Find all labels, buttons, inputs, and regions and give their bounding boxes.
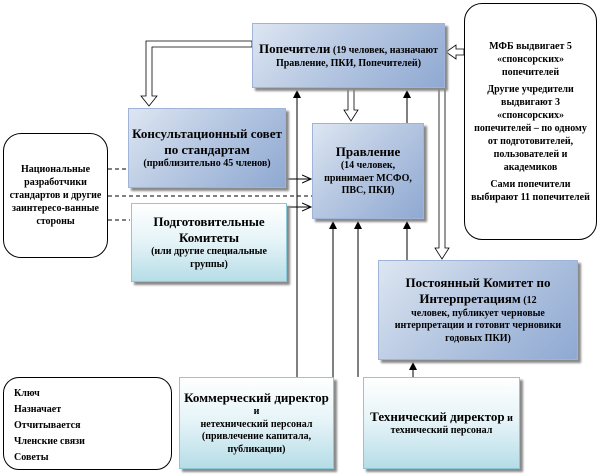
technical-desc: технический персонал <box>390 425 493 436</box>
legend-item: Советы <box>14 452 49 463</box>
appoint-sponsors-trustees <box>445 44 465 60</box>
advisory-council-box: Консультационный совет по стандартам (пр… <box>128 108 286 188</box>
board-title: Правление <box>335 144 401 160</box>
prep-desc: (или другие специальные группы) <box>151 246 267 270</box>
legend: Ключ Назначает Отчитывается Членские свя… <box>3 377 172 470</box>
sponsors-box: МФБ выдвигает 5 «спонсорских» попечителе… <box>464 3 597 240</box>
appoint-trustees-interp <box>434 87 450 260</box>
national-text: Национальные разработчики стандартов и д… <box>9 164 102 227</box>
advisory-desc: (приблизительно 45 членов) <box>143 158 271 169</box>
legend-item: Назначает <box>14 404 62 415</box>
commercial-desc: нетехнический персонал (привлечение капи… <box>200 418 313 455</box>
trustees-desc: (19 человек, назначают Правление, ПКИ, П… <box>275 45 438 69</box>
appoint-trustees-board <box>343 87 359 122</box>
interp-count: (12 <box>523 295 537 307</box>
technical-and: и <box>507 412 513 424</box>
board-desc: (14 человек, принимает МСФО, ПВС, ПКИ) <box>324 160 412 197</box>
advisory-title: Консультационный совет по стандартам <box>132 125 282 157</box>
commercial-title: Коммерческий директор <box>184 389 329 405</box>
sponsors-item: Сами попечители выбирают 11 попечителей <box>471 178 590 203</box>
national-standard-setters-box: Национальные разработчики стандартов и д… <box>3 133 108 258</box>
interp-desc: человек, публикует черновые интерпретаци… <box>394 307 562 344</box>
technical-director-box: Технический директор и технический персо… <box>363 377 520 469</box>
appoint-trustees-advisory <box>140 40 253 107</box>
prep-committees-box: Подготовительные Комитеты (или другие сп… <box>131 203 287 282</box>
commercial-director-box: Коммерческий директор и нетехнический пе… <box>179 377 334 469</box>
legend-item: Членские связи <box>14 436 85 447</box>
interp-title: Постоянный Комитет по Интерпретациям <box>405 274 551 307</box>
trustees-title: Попечители <box>259 41 331 56</box>
trustees-box: Попечители (19 человек, назначают Правле… <box>252 23 445 88</box>
commercial-and: и <box>253 406 260 418</box>
prep-title: Подготовительные Комитеты <box>153 213 265 245</box>
interpretations-committee-box: Постоянный Комитет по Интерпретациям (12… <box>378 260 578 360</box>
sponsors-item: Другие учредители выдвигают 3 «спонсорск… <box>474 83 587 173</box>
legend-item: Отчитывается <box>14 420 81 431</box>
sponsors-item: МФБ выдвигает 5 «спонсорских» попечителе… <box>489 40 572 78</box>
legend-title: Ключ <box>14 388 40 399</box>
board-box: Правление (14 человек, принимает МСФО, П… <box>312 123 424 219</box>
technical-title: Технический директор <box>370 408 505 424</box>
